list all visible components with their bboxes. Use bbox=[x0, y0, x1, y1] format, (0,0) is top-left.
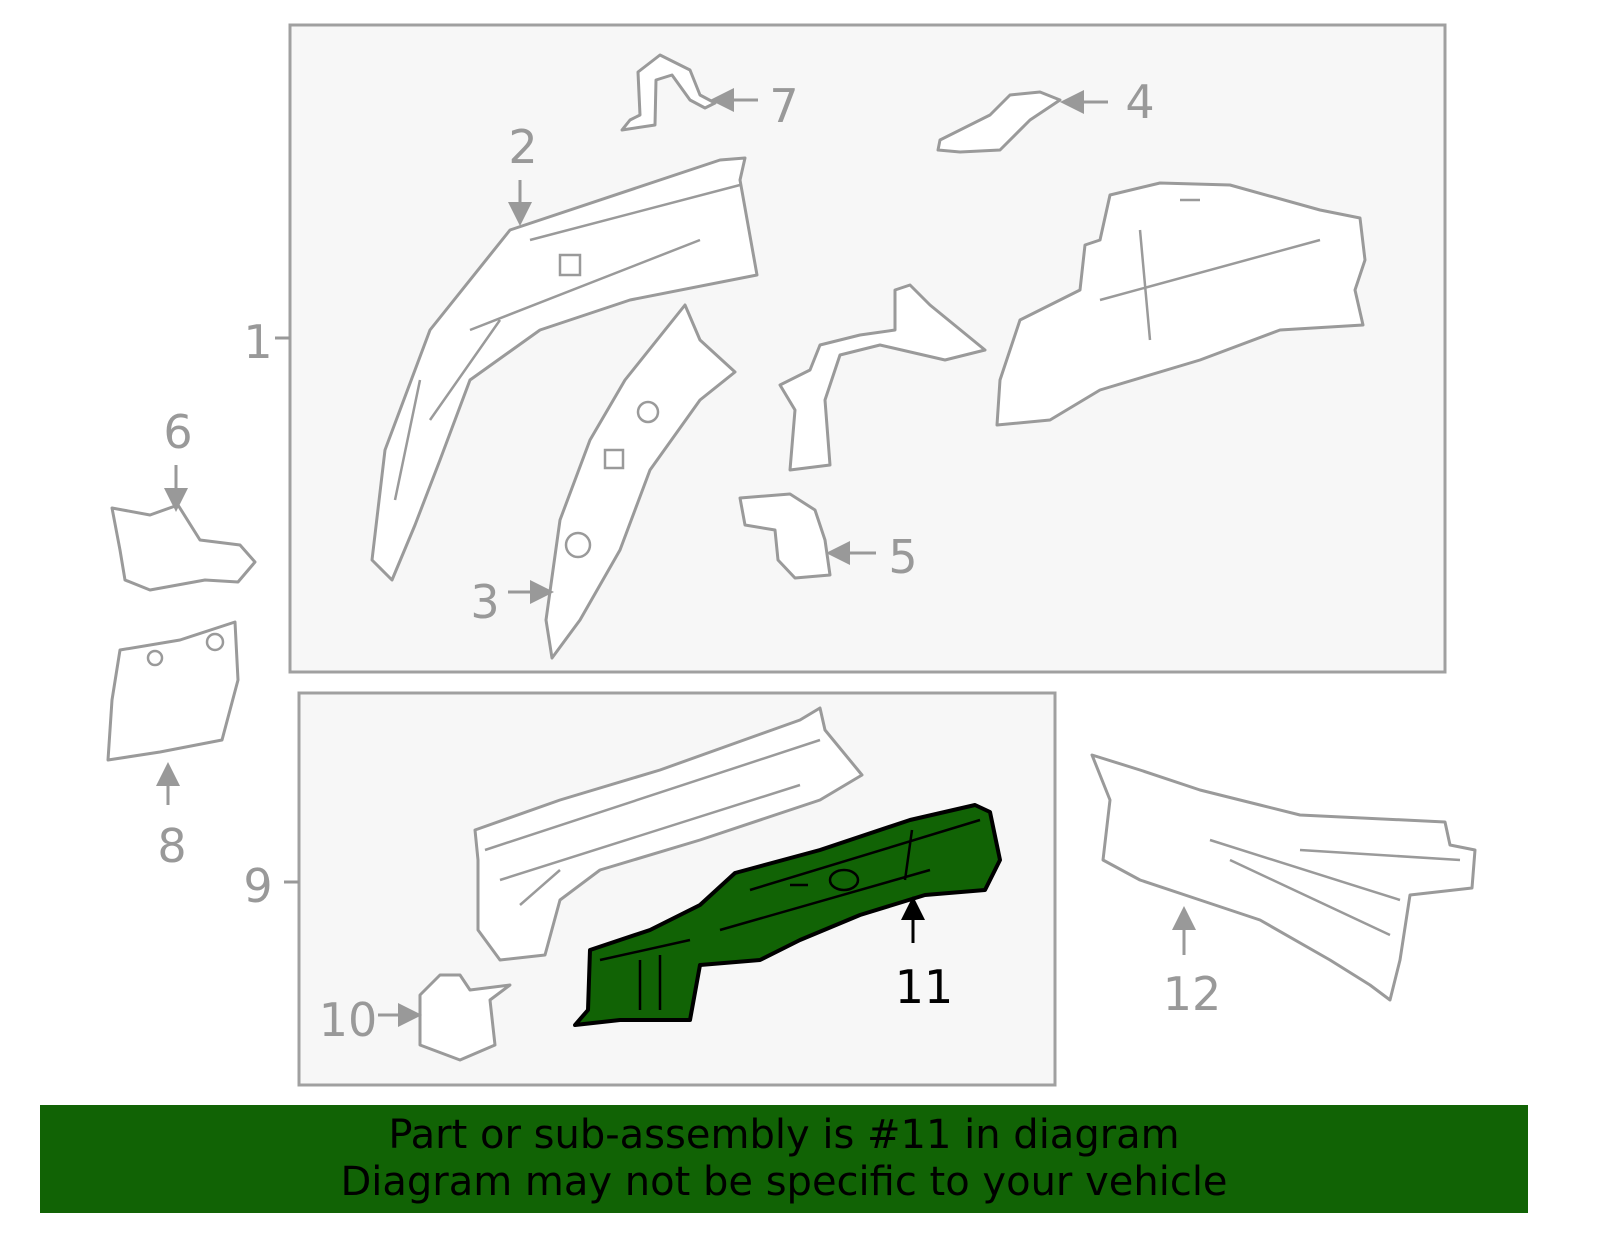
part-wheelhouse[interactable] bbox=[995, 181, 1367, 427]
callout-1: 1 bbox=[243, 315, 272, 369]
callout-7: 7 bbox=[769, 79, 798, 133]
part-6[interactable] bbox=[110, 503, 257, 592]
callout-12: 12 bbox=[1163, 967, 1222, 1021]
callout-8: 8 bbox=[157, 819, 186, 873]
part-bracket[interactable] bbox=[778, 283, 987, 472]
callout-6: 6 bbox=[163, 405, 192, 459]
banner-line-1: Part or sub-assembly is #11 in diagram bbox=[388, 1112, 1180, 1158]
callout-10: 10 bbox=[319, 993, 378, 1047]
part-5[interactable] bbox=[738, 492, 832, 580]
info-banner: Part or sub-assembly is #11 in diagram D… bbox=[40, 1105, 1528, 1213]
callout-11: 11 bbox=[895, 960, 954, 1014]
callout-4: 4 bbox=[1125, 75, 1154, 129]
callout-3: 3 bbox=[470, 575, 499, 629]
part-4[interactable] bbox=[936, 90, 1062, 154]
part-7[interactable] bbox=[620, 53, 717, 132]
banner-line-2: Diagram may not be specific to your vehi… bbox=[340, 1159, 1228, 1205]
callout-5: 5 bbox=[888, 530, 917, 584]
part-2[interactable] bbox=[370, 156, 759, 582]
part-11-highlighted[interactable] bbox=[573, 803, 1002, 1027]
part-12[interactable] bbox=[1090, 753, 1477, 1002]
part-9-rail[interactable] bbox=[473, 706, 864, 962]
callout-2: 2 bbox=[508, 120, 537, 174]
part-3[interactable] bbox=[544, 303, 737, 660]
callout-9: 9 bbox=[243, 859, 272, 913]
part-8[interactable] bbox=[106, 620, 240, 762]
